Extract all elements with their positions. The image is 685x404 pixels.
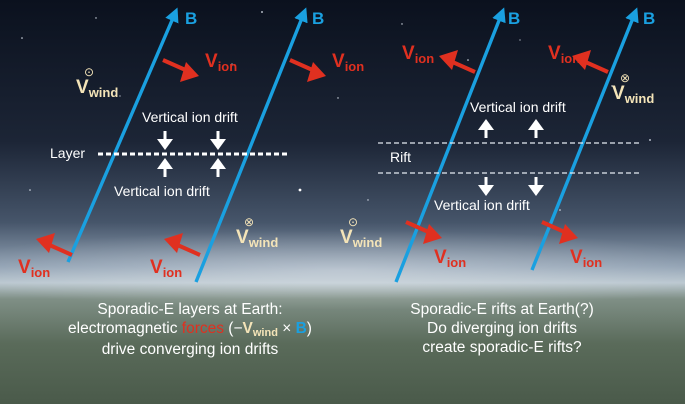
v-ion-label-left-2: Vion: [332, 51, 365, 74]
v-wind-label-left-out: V⊙wind: [76, 65, 119, 100]
left-caption: Sporadic-E layers at Earth: electromagne…: [40, 300, 340, 359]
v-wind-label-left-in: V⊗wind: [236, 215, 279, 250]
layer-label: Layer: [50, 145, 86, 161]
v-ion-label-right-2: Vion: [548, 43, 581, 66]
left-caption-line-2: electromagnetic forces (−Vwind × B): [68, 320, 312, 339]
right-caption: Sporadic-E rifts at Earth(?) Do divergin…: [372, 300, 632, 357]
ion-arrow-left-upper: [162, 58, 199, 82]
b-label-3: B: [508, 9, 521, 28]
ion-arrow-left-lower: [36, 233, 73, 257]
left-drift-top-label: Vertical ion drift: [142, 109, 238, 125]
right-caption-line-1: Sporadic-E rifts at Earth(?): [410, 301, 594, 318]
v-ion-label-right-3: Vion: [434, 247, 467, 270]
v-ion-label-right-4: Vion: [570, 247, 603, 270]
ion-arrow-right-lower: [405, 220, 442, 244]
converging-drift-arrows: [157, 131, 226, 177]
v-ion-label-left-4: Vion: [150, 257, 183, 280]
b-label-1: B: [185, 9, 198, 28]
left-caption-line-3: drive converging ion drifts: [101, 341, 279, 358]
circle-dot-icon: ⊙: [348, 215, 359, 229]
right-caption-line-2: Do diverging ion drifts: [427, 320, 577, 337]
field-line-3: [394, 7, 506, 283]
ion-arrow-left-lower-2: [164, 233, 201, 257]
v-wind-label-right-in: V⊗wind: [612, 71, 655, 106]
field-line-1: [66, 7, 179, 263]
b-label-4: B: [643, 9, 656, 28]
stars: [21, 11, 651, 211]
ion-arrow-right-upper: [439, 50, 476, 74]
ion-arrow-right-lower-2: [541, 220, 578, 244]
circle-times-icon: ⊗: [620, 71, 631, 85]
b-label-2: B: [312, 9, 325, 28]
field-line-4: [530, 7, 639, 271]
v-ion-label-right-1: Vion: [402, 43, 435, 66]
circle-times-icon: ⊗: [244, 215, 255, 229]
circle-dot-icon: ⊙: [84, 65, 95, 79]
right-drift-bottom-label: Vertical ion drift: [434, 197, 530, 213]
diverging-drift-arrows: [478, 119, 544, 196]
v-ion-label-left-1: Vion: [205, 51, 238, 74]
v-wind-label-right-out: V⊙wind: [340, 215, 383, 250]
right-drift-top-label: Vertical ion drift: [470, 99, 566, 115]
v-ion-label-left-3: Vion: [18, 257, 51, 280]
left-drift-bottom-label: Vertical ion drift: [114, 183, 210, 199]
horizon-glow: [0, 230, 685, 310]
left-caption-line-1: Sporadic-E layers at Earth:: [97, 301, 283, 318]
field-line-2: [194, 7, 308, 283]
ion-arrow-left-upper-2: [289, 58, 326, 82]
rift-label: Rift: [390, 149, 411, 165]
ion-arrow-right-upper-2: [572, 50, 609, 74]
right-caption-line-3: create sporadic-E rifts?: [422, 339, 582, 356]
